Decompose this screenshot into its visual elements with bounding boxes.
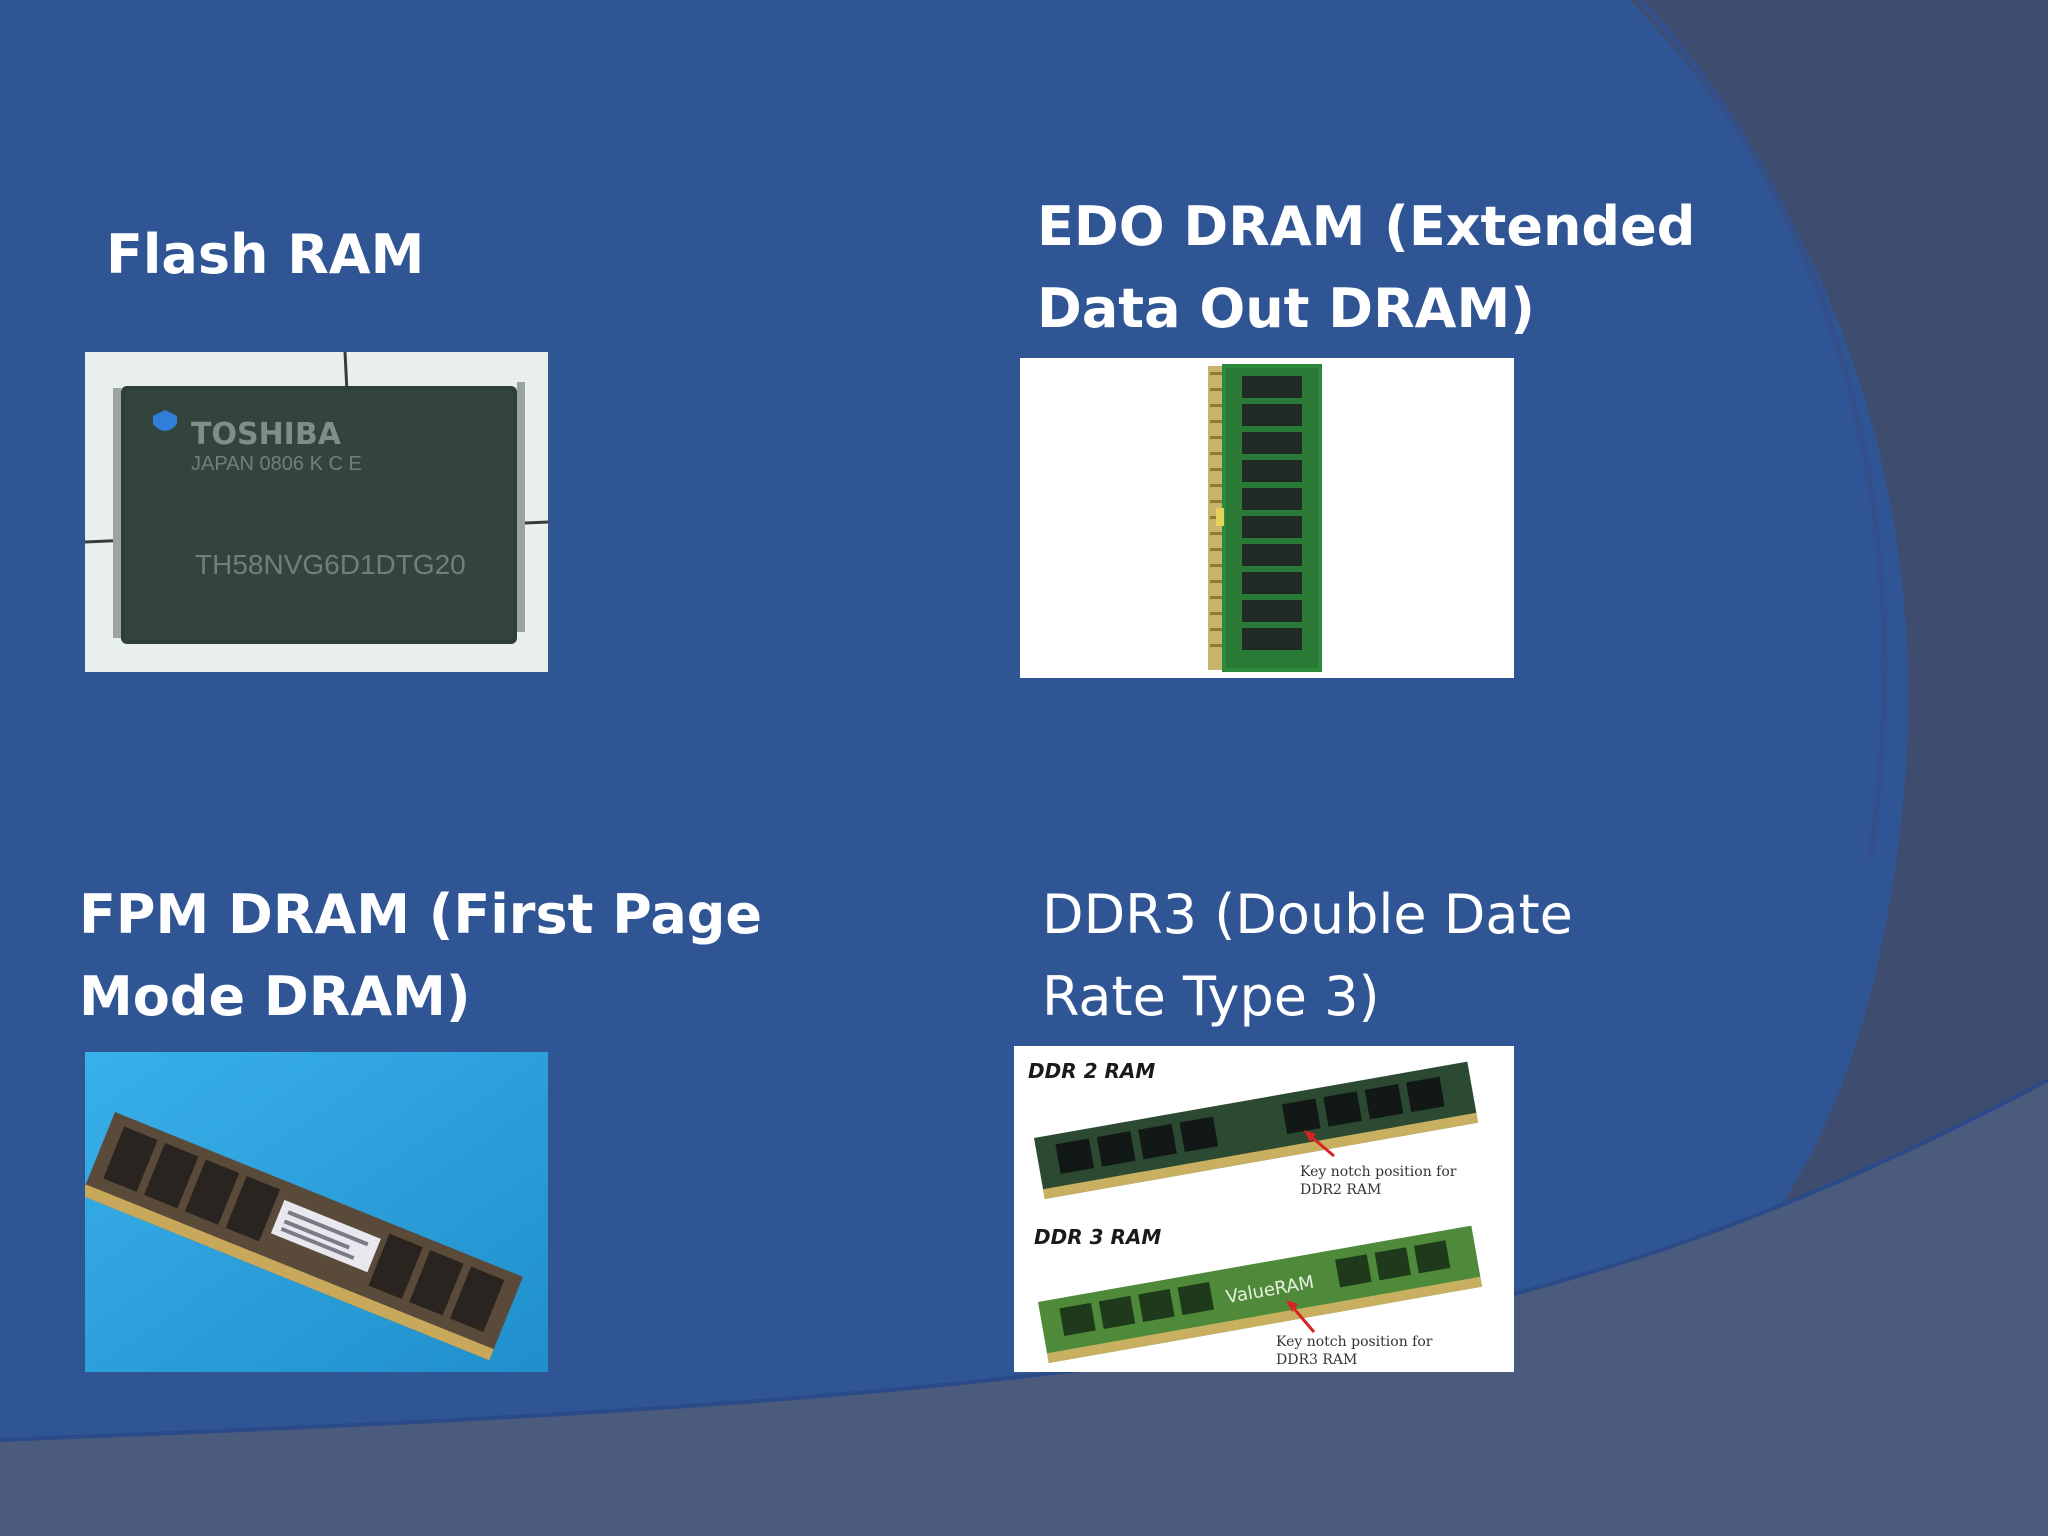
bottom-swoosh (0, 1080, 2048, 1536)
flash-chip-illustration: TOSHIBA JAPAN 0806 K C E TH58NVG6D1DTG20 (85, 352, 548, 672)
fpm-dram-photo (85, 1052, 548, 1372)
ddr2-notch-note-line-2: DDR2 RAM (1300, 1182, 1381, 1198)
ddr2-label: DDR 2 RAM (1028, 1059, 1155, 1083)
edo-module-illustration (1020, 358, 1514, 678)
edo-dram-title: EDO DRAM (Extended Data Out DRAM) (1037, 186, 1695, 350)
ddr-comparison-illustration: DDR 2 RAM Key notch position for DDR2 RA… (1014, 1046, 1514, 1372)
flash-ram-title-line-1: Flash RAM (106, 223, 425, 286)
flash-chip-marking-origin: JAPAN 0806 K C E (191, 453, 362, 475)
ddr3-label: DDR 3 RAM (1034, 1225, 1161, 1249)
ddr3-notch-note-line-1: Key notch position for (1276, 1334, 1433, 1350)
flash-chip-marking-brand: TOSHIBA (191, 417, 342, 452)
ddr3-title: DDR3 (Double Date Rate Type 3) (1042, 874, 1573, 1038)
fpm-dram-title-line-1: FPM DRAM (First Page (79, 883, 763, 946)
ddr3-notch-note-line-2: DDR3 RAM (1276, 1352, 1357, 1368)
ddr3-title-line-2: Rate Type 3) (1042, 965, 1380, 1028)
edo-dram-title-line-2: Data Out DRAM) (1037, 277, 1535, 340)
edo-dram-photo (1020, 358, 1514, 678)
flash-ram-title: Flash RAM (106, 214, 424, 296)
ddr2-notch-note-line-1: Key notch position for (1300, 1164, 1457, 1180)
fpm-dram-title-line-2: Mode DRAM) (79, 965, 471, 1028)
flash-chip-marking-part: TH58NVG6D1DTG20 (195, 549, 466, 580)
edo-dram-title-line-1: EDO DRAM (Extended (1037, 195, 1696, 258)
ddr3-comparison-photo: DDR 2 RAM Key notch position for DDR2 RA… (1014, 1046, 1514, 1372)
fpm-dram-title: FPM DRAM (First Page Mode DRAM) (79, 874, 762, 1038)
flash-ram-photo: TOSHIBA JAPAN 0806 K C E TH58NVG6D1DTG20 (85, 352, 548, 672)
right-swoosh (1630, 0, 2048, 1280)
ddr3-title-line-1: DDR3 (Double Date (1042, 883, 1573, 946)
fpm-module-illustration (85, 1052, 548, 1372)
